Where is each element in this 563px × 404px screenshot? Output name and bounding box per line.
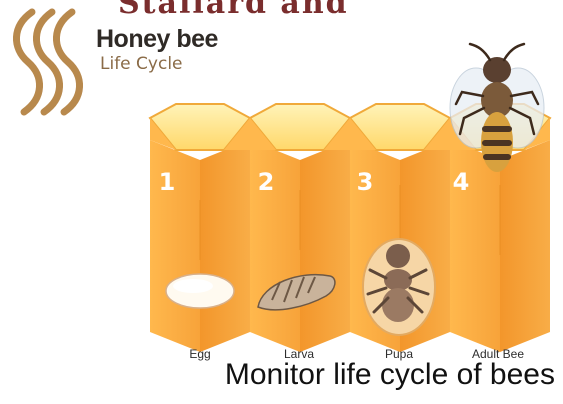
caption: Monitor life cycle of bees xyxy=(0,358,563,392)
step-number-4: 4 xyxy=(453,168,470,196)
step-number-3: 3 xyxy=(357,168,374,196)
egg-icon xyxy=(166,274,234,308)
step-number-2: 2 xyxy=(258,168,275,196)
step-number-1: 1 xyxy=(159,168,176,196)
pupa-icon xyxy=(363,239,435,335)
